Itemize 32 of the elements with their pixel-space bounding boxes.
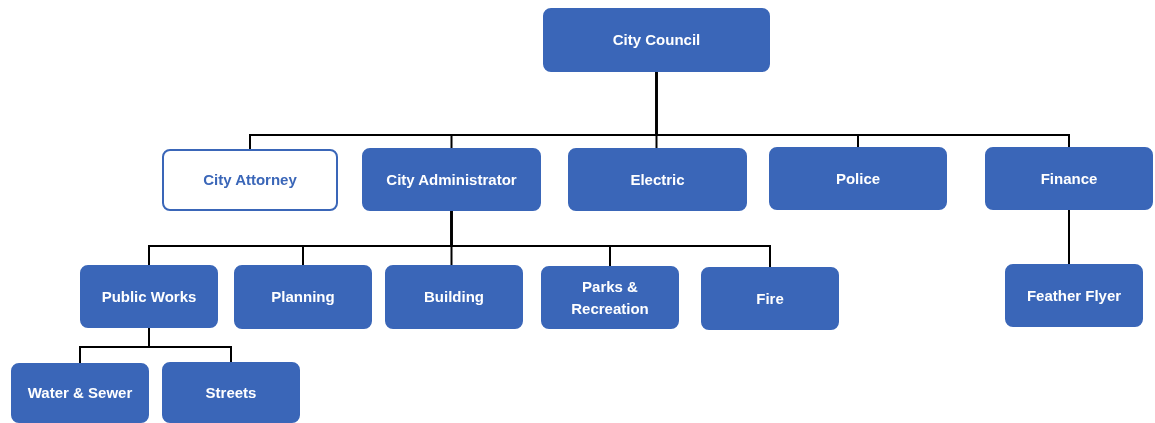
connector-line (450, 210, 771, 268)
department-box (543, 8, 770, 72)
node-label: Planning (271, 287, 335, 308)
department-box (385, 265, 523, 329)
node-label: Public Works (101, 286, 197, 307)
node-label: Finance (1040, 168, 1098, 189)
department-box (985, 147, 1153, 210)
node-label: City Attorney (203, 170, 297, 191)
connector-line (148, 327, 232, 363)
node-label: City Administrator (386, 169, 517, 190)
node-label: Feather Flyer (1026, 285, 1122, 306)
department-box (11, 363, 149, 423)
node-label: Electric (630, 169, 685, 190)
department-box (701, 267, 839, 330)
node-label: Building (424, 287, 484, 308)
node-label: Parks & Recreation (570, 276, 650, 319)
node-label: Fire (756, 288, 784, 309)
department-box (80, 265, 218, 328)
connector-line (655, 71, 1070, 148)
department-box (568, 148, 747, 211)
department-box (769, 147, 947, 210)
department-box (1005, 264, 1143, 327)
node-label: Water & Sewer (27, 383, 133, 404)
department-box (234, 265, 372, 329)
connector-line (1068, 209, 1070, 265)
department-box (362, 148, 541, 211)
node-label: Streets (205, 382, 257, 403)
outlined-box (162, 149, 338, 211)
department-box (162, 362, 300, 423)
node-label: Police (835, 168, 881, 189)
node-label: City Council (612, 30, 701, 51)
department-box (541, 266, 679, 329)
